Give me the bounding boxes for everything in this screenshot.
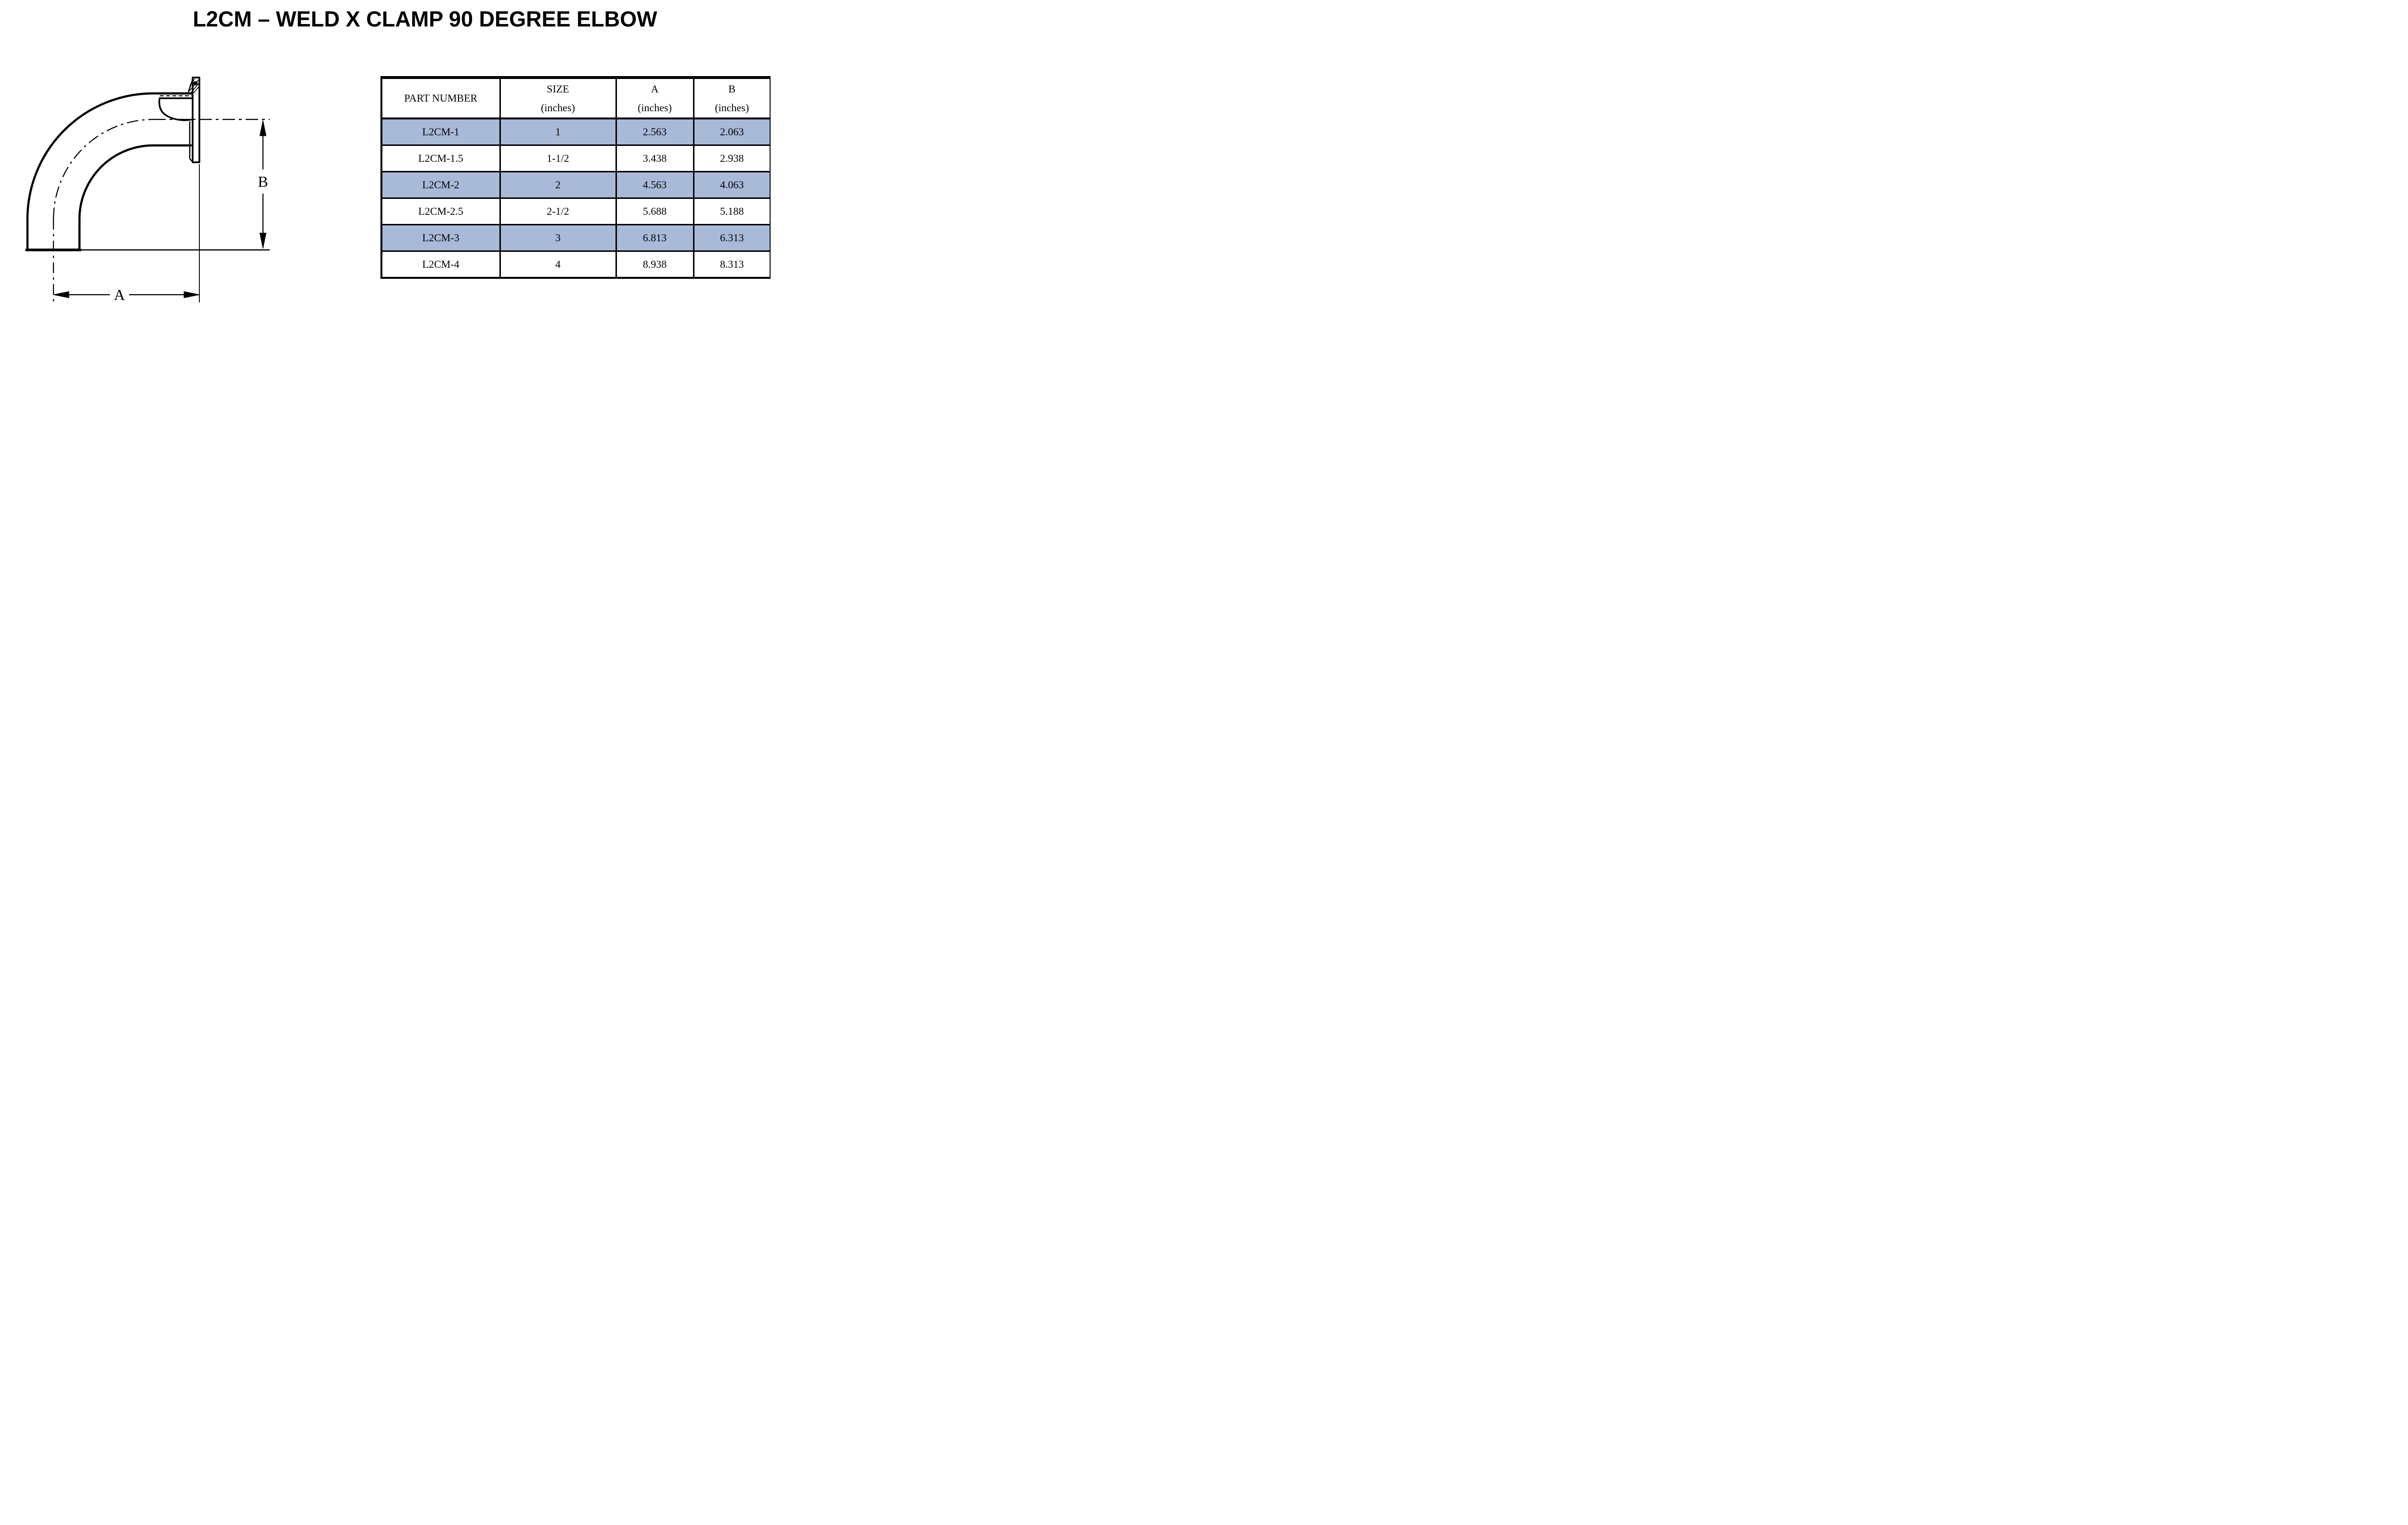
- spec-table: PART NUMBER SIZE (inches) A (inches) B (…: [380, 76, 771, 279]
- dimension-a: A: [53, 286, 200, 303]
- cell-part-number: L2CM-2: [380, 171, 501, 199]
- cell-dim-a: 8.938: [615, 250, 694, 279]
- cell-dim-b: 2.063: [693, 117, 771, 146]
- arrow-down-icon: [259, 233, 267, 249]
- centerlines: [52, 118, 270, 302]
- cell-dim-a: 5.688: [615, 197, 694, 225]
- cell-dim-a: 3.438: [615, 144, 694, 172]
- dimension-b: B: [258, 120, 268, 249]
- arrow-right-icon: [183, 291, 200, 299]
- catalog-page: L2CM – WELD X CLAMP 90 DEGREE ELBOW: [0, 0, 771, 305]
- col-header-size: SIZE (inches): [499, 76, 617, 119]
- cell-dim-b: 4.063: [693, 171, 771, 199]
- col-header-b: B (inches): [693, 76, 771, 119]
- clamp-ferrule: [158, 77, 200, 163]
- table-row: L2CM-4 4 8.938 8.313: [380, 250, 771, 279]
- cell-dim-b: 2.938: [693, 144, 771, 172]
- cell-part-number: L2CM-2.5: [380, 197, 501, 225]
- page-title: L2CM – WELD X CLAMP 90 DEGREE ELBOW: [193, 7, 657, 31]
- cell-dim-a: 4.563: [615, 171, 694, 199]
- ferrule-weld-curve: [158, 99, 193, 121]
- table-row: L2CM-2 2 4.563 4.063: [380, 171, 771, 199]
- cell-dim-a: 2.563: [615, 117, 694, 146]
- cell-part-number: L2CM-1.5: [380, 144, 501, 172]
- cell-dim-b: 6.313: [693, 224, 771, 252]
- col-header-a: A (inches): [615, 76, 694, 119]
- cell-dim-b: 5.188: [693, 197, 771, 225]
- table-row: L2CM-1.5 1-1/2 3.438 2.938: [380, 144, 771, 172]
- cell-part-number: L2CM-1: [380, 117, 501, 146]
- cell-part-number: L2CM-3: [380, 224, 501, 252]
- dim-b-label: B: [258, 173, 268, 190]
- table-header-row: PART NUMBER SIZE (inches) A (inches) B (…: [380, 76, 771, 119]
- cell-size: 2: [499, 171, 617, 199]
- cell-size: 1-1/2: [499, 144, 617, 172]
- cell-dim-b: 8.313: [693, 250, 771, 279]
- col-header-part-number: PART NUMBER: [380, 76, 501, 119]
- gasket-dot: [193, 81, 198, 86]
- cell-dim-a: 6.813: [615, 224, 694, 252]
- elbow-technical-drawing: B A: [25, 77, 270, 303]
- cell-size: 2-1/2: [499, 197, 617, 225]
- arrow-up-icon: [259, 120, 267, 136]
- ferrule-flange-face: [192, 77, 200, 163]
- dim-a-label: A: [114, 286, 125, 303]
- bend-centerline-arc: [52, 118, 154, 220]
- extension-lines: [80, 164, 270, 302]
- cell-size: 4: [499, 250, 617, 279]
- cell-size: 3: [499, 224, 617, 252]
- arrow-left-icon: [53, 291, 69, 299]
- cell-size: 1: [499, 117, 617, 146]
- table-row: L2CM-1 1 2.563 2.063: [380, 117, 771, 146]
- table-row: L2CM-2.5 2-1/2 5.688 5.188: [380, 197, 771, 225]
- cell-part-number: L2CM-4: [380, 250, 501, 279]
- elbow-outer-wall: [26, 92, 194, 251]
- table-row: L2CM-3 3 6.813 6.313: [380, 224, 771, 252]
- elbow-inner-wall: [78, 144, 192, 251]
